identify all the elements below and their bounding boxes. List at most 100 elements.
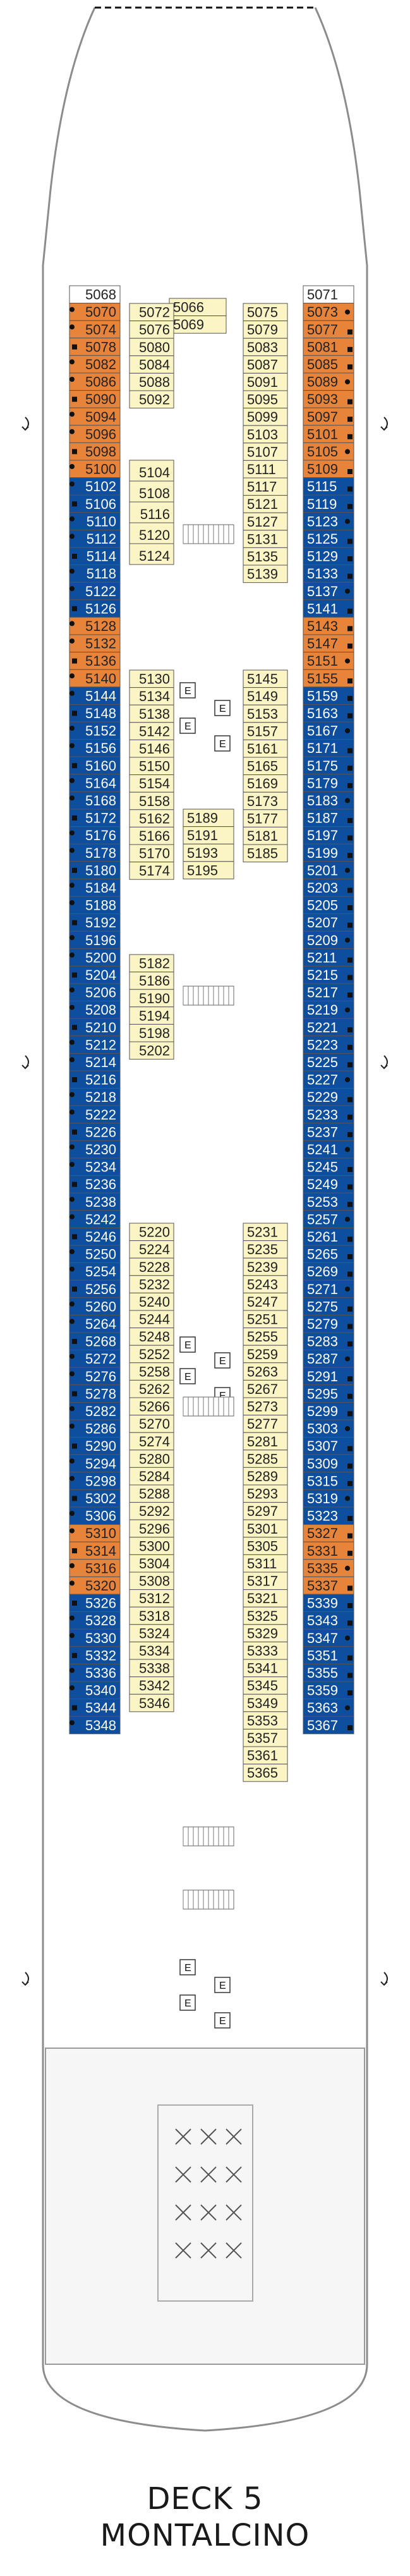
cabin-5309[interactable]: 5309 xyxy=(303,1454,354,1473)
cabin-5253[interactable]: 5253 xyxy=(303,1192,354,1211)
cabin-5184[interactable]: 5184 xyxy=(69,878,121,897)
cabin-5247[interactable]: 5247 xyxy=(243,1292,288,1311)
cabin-5330[interactable]: 5330 xyxy=(69,1628,121,1647)
cabin-5286[interactable]: 5286 xyxy=(69,1419,121,1438)
cabin-5277[interactable]: 5277 xyxy=(243,1415,288,1433)
cabin-5275[interactable]: 5275 xyxy=(303,1297,354,1315)
cabin-5149[interactable]: 5149 xyxy=(243,687,288,705)
cabin-5207[interactable]: 5207 xyxy=(303,913,354,932)
cabin-5333[interactable]: 5333 xyxy=(243,1641,288,1660)
cabin-5158[interactable]: 5158 xyxy=(129,791,174,810)
cabin-5268[interactable]: 5268 xyxy=(69,1332,121,1351)
cabin-5146[interactable]: 5146 xyxy=(129,739,174,758)
cabin-5343[interactable]: 5343 xyxy=(303,1611,354,1630)
cabin-5117[interactable]: 5117 xyxy=(243,477,288,496)
cabin-5305[interactable]: 5305 xyxy=(243,1537,288,1555)
cabin-5200[interactable]: 5200 xyxy=(69,948,121,967)
cabin-5266[interactable]: 5266 xyxy=(129,1397,174,1416)
cabin-5104[interactable]: 5104 xyxy=(129,460,174,482)
cabin-5283[interactable]: 5283 xyxy=(303,1332,354,1351)
cabin-5126[interactable]: 5126 xyxy=(69,599,121,618)
cabin-5349[interactable]: 5349 xyxy=(243,1694,288,1712)
cabin-5160[interactable]: 5160 xyxy=(69,756,121,775)
cabin-5178[interactable]: 5178 xyxy=(69,843,121,862)
cabin-5355[interactable]: 5355 xyxy=(303,1663,354,1682)
cabin-5188[interactable]: 5188 xyxy=(69,896,121,915)
cabin-5169[interactable]: 5169 xyxy=(243,774,288,793)
cabin-5218[interactable]: 5218 xyxy=(69,1088,121,1106)
cabin-5296[interactable]: 5296 xyxy=(129,1519,174,1538)
cabin-5134[interactable]: 5134 xyxy=(129,687,174,705)
cabin-5163[interactable]: 5163 xyxy=(303,704,354,723)
cabin-5291[interactable]: 5291 xyxy=(303,1367,354,1386)
cabin-5348[interactable]: 5348 xyxy=(69,1716,121,1735)
cabin-5311[interactable]: 5311 xyxy=(243,1554,288,1573)
cabin-5145[interactable]: 5145 xyxy=(243,669,288,688)
cabin-5338[interactable]: 5338 xyxy=(129,1659,174,1678)
cabin-5147[interactable]: 5147 xyxy=(303,634,354,653)
cabin-5166[interactable]: 5166 xyxy=(129,826,174,845)
cabin-5340[interactable]: 5340 xyxy=(69,1681,121,1700)
cabin-5301[interactable]: 5301 xyxy=(243,1519,288,1538)
cabin-5086[interactable]: 5086 xyxy=(69,372,121,391)
cabin-5194[interactable]: 5194 xyxy=(129,1006,174,1025)
cabin-5280[interactable]: 5280 xyxy=(129,1450,174,1468)
cabin-5077[interactable]: 5077 xyxy=(303,320,354,339)
cabin-5136[interactable]: 5136 xyxy=(69,652,121,670)
cabin-5225[interactable]: 5225 xyxy=(303,1053,354,1071)
cabin-5232[interactable]: 5232 xyxy=(129,1275,174,1293)
cabin-5211[interactable]: 5211 xyxy=(303,948,354,967)
cabin-5139[interactable]: 5139 xyxy=(243,565,288,583)
cabin-5171[interactable]: 5171 xyxy=(303,739,354,757)
cabin-5101[interactable]: 5101 xyxy=(303,425,354,443)
cabin-5332[interactable]: 5332 xyxy=(69,1646,121,1664)
cabin-5310[interactable]: 5310 xyxy=(69,1524,121,1542)
cabin-5254[interactable]: 5254 xyxy=(69,1262,121,1281)
cabin-5259[interactable]: 5259 xyxy=(243,1345,288,1364)
cabin-5264[interactable]: 5264 xyxy=(69,1314,121,1333)
cabin-5186[interactable]: 5186 xyxy=(129,972,174,990)
cabin-5341[interactable]: 5341 xyxy=(243,1659,288,1678)
cabin-5203[interactable]: 5203 xyxy=(303,878,354,897)
cabin-5239[interactable]: 5239 xyxy=(243,1257,288,1276)
cabin-5206[interactable]: 5206 xyxy=(69,983,121,1002)
cabin-5177[interactable]: 5177 xyxy=(243,809,288,827)
cabin-5217[interactable]: 5217 xyxy=(303,983,354,1002)
cabin-5174[interactable]: 5174 xyxy=(129,862,174,880)
cabin-5246[interactable]: 5246 xyxy=(69,1227,121,1246)
cabin-5189[interactable]: 5189 xyxy=(183,809,234,827)
cabin-5295[interactable]: 5295 xyxy=(303,1384,354,1403)
cabin-5222[interactable]: 5222 xyxy=(69,1105,121,1124)
cabin-5121[interactable]: 5121 xyxy=(243,495,288,513)
cabin-5273[interactable]: 5273 xyxy=(243,1397,288,1416)
cabin-5231[interactable]: 5231 xyxy=(243,1223,288,1242)
cabin-5187[interactable]: 5187 xyxy=(303,809,354,827)
cabin-5193[interactable]: 5193 xyxy=(183,843,234,862)
cabin-5228[interactable]: 5228 xyxy=(129,1257,174,1276)
cabin-5328[interactable]: 5328 xyxy=(69,1611,121,1630)
cabin-5314[interactable]: 5314 xyxy=(69,1541,121,1560)
cabin-5367[interactable]: 5367 xyxy=(303,1716,354,1735)
cabin-5083[interactable]: 5083 xyxy=(243,338,288,357)
cabin-5324[interactable]: 5324 xyxy=(129,1624,174,1642)
cabin-5112[interactable]: 5112 xyxy=(69,529,121,548)
cabin-5251[interactable]: 5251 xyxy=(243,1310,288,1329)
cabin-5281[interactable]: 5281 xyxy=(243,1432,288,1451)
cabin-5235[interactable]: 5235 xyxy=(243,1240,288,1259)
cabin-5069[interactable]: 5069 xyxy=(169,315,227,334)
cabin-5185[interactable]: 5185 xyxy=(243,844,288,863)
cabin-5229[interactable]: 5229 xyxy=(303,1088,354,1106)
cabin-5093[interactable]: 5093 xyxy=(303,390,354,408)
cabin-5075[interactable]: 5075 xyxy=(243,303,288,322)
cabin-5161[interactable]: 5161 xyxy=(243,739,288,758)
cabin-5221[interactable]: 5221 xyxy=(303,1018,354,1037)
cabin-5080[interactable]: 5080 xyxy=(129,338,174,357)
cabin-5261[interactable]: 5261 xyxy=(303,1227,354,1246)
cabin-5258[interactable]: 5258 xyxy=(129,1362,174,1381)
cabin-5255[interactable]: 5255 xyxy=(243,1328,288,1346)
cabin-5204[interactable]: 5204 xyxy=(69,965,121,984)
cabin-5297[interactable]: 5297 xyxy=(243,1502,288,1520)
cabin-5143[interactable]: 5143 xyxy=(303,616,354,635)
cabin-5242[interactable]: 5242 xyxy=(69,1210,121,1228)
cabin-5133[interactable]: 5133 xyxy=(303,565,354,583)
